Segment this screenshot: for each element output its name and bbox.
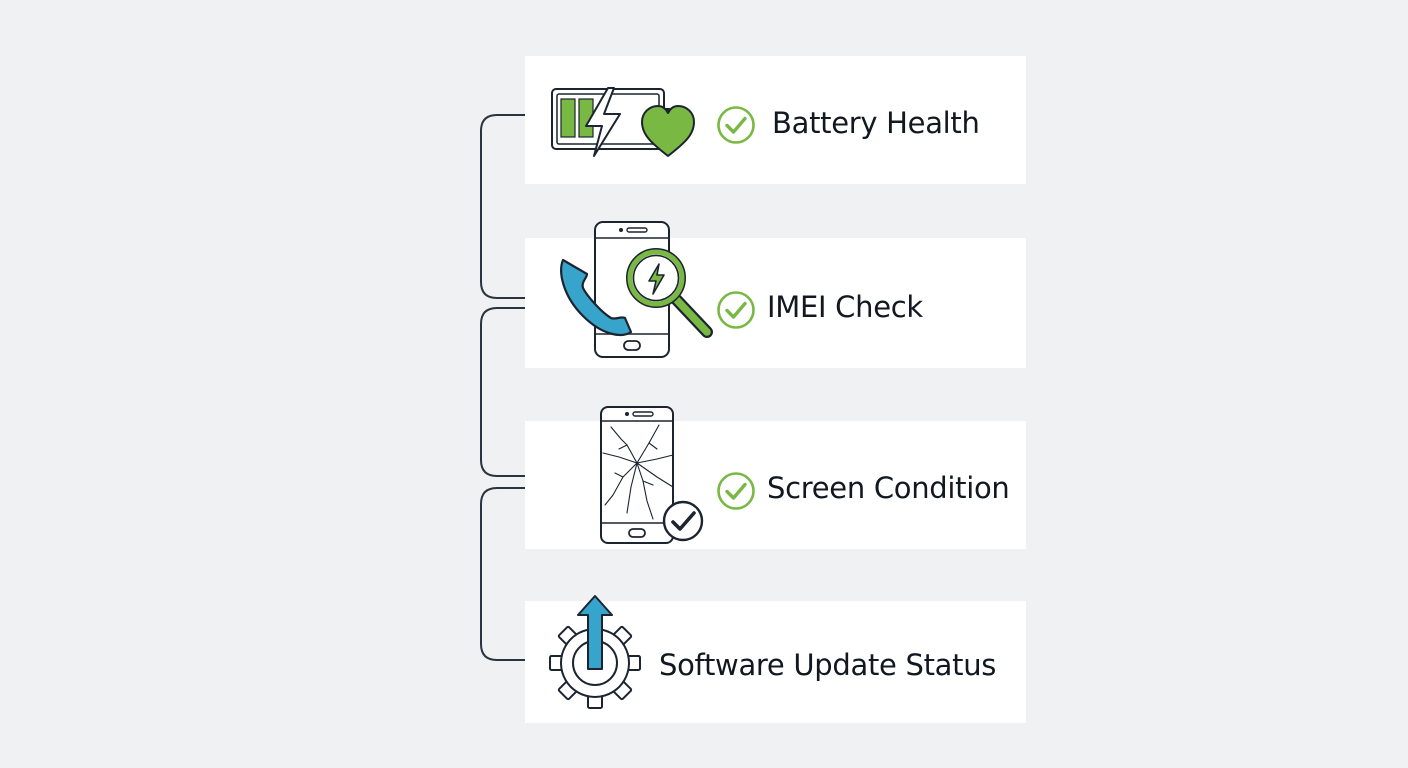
battery-health-label: Battery Health [772, 106, 980, 140]
connector-bracket-2 [480, 307, 525, 477]
software-update-status-label: Software Update Status [659, 648, 997, 682]
battery-heart-icon [551, 87, 695, 157]
check-circle-icon [717, 106, 755, 144]
check-circle-icon [717, 472, 755, 510]
connector-bracket-1 [480, 114, 525, 299]
check-card-software-update: Software Update Status [525, 595, 1026, 723]
imei-check-label: IMEI Check [767, 290, 923, 324]
check-card-screen-condition: Screen Condition [525, 406, 1026, 549]
check-card-battery-health: Battery Health [525, 56, 1026, 184]
phone-search-icon [560, 221, 713, 358]
check-card-imei: IMEI Check [525, 221, 1026, 368]
screen-condition-label: Screen Condition [767, 471, 1010, 505]
cracked-screen-icon [600, 406, 704, 544]
connector-bracket-3 [480, 487, 525, 661]
check-circle-icon [717, 291, 755, 329]
gear-update-icon [549, 595, 641, 709]
